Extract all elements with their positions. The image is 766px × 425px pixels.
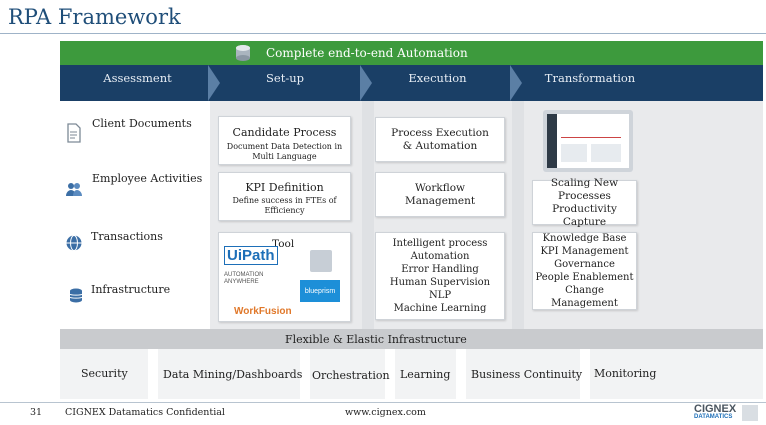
dashboard-panel (561, 144, 587, 162)
candidate-sub-line1: Document Data Detection in (226, 142, 343, 151)
left-item-infrastructure: Infrastructure (91, 283, 171, 296)
candidate-process-title: Candidate Process (232, 126, 337, 139)
bottom-item-monitoring: Monitoring (594, 367, 657, 380)
phase-chevron (208, 65, 220, 101)
banner-text: Complete end-to-end Automation (266, 46, 468, 60)
transform-item: Governance (554, 259, 615, 270)
logo-sub: DATAMATICS (694, 414, 733, 420)
people-icon (65, 181, 83, 201)
kpi-definition-title: KPI Definition (245, 181, 324, 194)
confidential-text: CIGNEX Datamatics Confidential (65, 407, 225, 418)
left-item-employee-activities: Employee Activities (92, 172, 203, 185)
phase-chevron (510, 65, 522, 101)
footer-divider (0, 402, 766, 403)
left-item-transactions: Transactions (91, 230, 163, 243)
workfusion-logo: WorkFusion (234, 306, 292, 317)
phase-transformation: Transformation (544, 71, 636, 85)
phase-chevron (360, 65, 372, 101)
candidate-sub-line2: Multi Language (252, 152, 317, 161)
scaling-box: Scaling New Processes Productivity Captu… (532, 176, 637, 228)
globe-icon (65, 234, 83, 256)
flexible-infrastructure-bar (60, 329, 763, 349)
process-execution-line1: Process Execution (391, 126, 489, 139)
phase-execution: Execution (408, 71, 467, 85)
exec-item: Automation (410, 251, 470, 262)
tool-label: Tool (272, 238, 295, 250)
kpi-sub-line1: Define success in FTEs of (232, 196, 337, 205)
dashboard-screen (547, 114, 629, 168)
bottom-item-business-continuity: Business Continuity (471, 368, 583, 381)
left-item-client-documents: Client Documents (92, 117, 192, 130)
transform-item: KPI Management (540, 246, 629, 257)
flexible-infrastructure-text: Flexible & Elastic Infrastructure (285, 333, 467, 346)
bottom-divider (580, 349, 590, 399)
bottom-divider (148, 349, 158, 399)
candidate-process-box: Candidate Process Document Data Detectio… (218, 116, 351, 165)
bottom-divider (385, 349, 395, 399)
bottom-item-orchestration: Orchestration (312, 369, 390, 382)
exec-item: Human Supervision (389, 277, 491, 288)
automation-banner (60, 41, 763, 65)
kpi-definition-box: KPI Definition Define success in FTEs of… (218, 172, 351, 221)
exec-item: NLP (428, 290, 452, 301)
scaling-line2: Productivity Capture (552, 202, 617, 228)
workflow-line1: Workflow (414, 181, 466, 194)
transform-item: Change Management (551, 285, 618, 309)
bottom-strip (60, 349, 763, 399)
dashboard-panel (591, 144, 621, 162)
title-divider (0, 33, 766, 34)
column-divider (362, 101, 374, 329)
dashboard-sidebar (547, 114, 557, 168)
server-icon (310, 250, 332, 272)
logo-mark-icon (742, 405, 758, 421)
bottom-divider (300, 349, 310, 399)
slide-title: RPA Framework (8, 5, 181, 29)
exec-item: Error Handling (401, 264, 479, 275)
exec-item: Intelligent process (392, 238, 488, 249)
exec-item: Machine Learning (393, 303, 487, 314)
assessment-column (60, 101, 210, 329)
dashboard-screenshot (543, 110, 633, 172)
phase-assessment: Assessment (103, 71, 172, 85)
scaling-line1: Scaling New Processes (550, 176, 619, 202)
uipath-logo: UiPath (224, 246, 278, 265)
bottom-item-learning: Learning (400, 368, 451, 381)
column-divider (512, 101, 524, 329)
workflow-line2: Management (404, 194, 476, 207)
document-icon (66, 123, 82, 147)
phase-bar (60, 65, 763, 101)
tool-box (218, 232, 351, 322)
database-icon (234, 44, 252, 67)
dashboard-chart (561, 122, 621, 138)
process-execution-line2: & Automation (402, 139, 478, 152)
kpi-sub-line2: Efficiency (264, 206, 305, 215)
logo-text: CIGNEX (694, 403, 737, 415)
knowledge-box: Knowledge Base KPI Management Governance… (532, 232, 637, 310)
footer-url: www.cignex.com (345, 407, 426, 418)
process-execution-box: Process Execution & Automation (375, 117, 505, 162)
bottom-divider (456, 349, 466, 399)
intelligent-process-box: Intelligent process Automation Error Han… (375, 232, 505, 320)
transform-item: People Enablement (535, 272, 634, 283)
blueprism-logo: blueprism (300, 280, 340, 302)
cignex-logo: CIGNEX DATAMATICS (694, 404, 736, 421)
transform-item: Knowledge Base (542, 233, 627, 244)
bottom-item-security: Security (81, 367, 128, 380)
page-number: 31 (30, 407, 43, 418)
workflow-management-box: Workflow Management (375, 172, 505, 217)
automation-anywhere-logo: AUTOMATION ANYWHERE (224, 272, 264, 285)
bottom-item-data-mining: Data Mining/Dashboards (163, 368, 303, 381)
database-icon (68, 287, 84, 309)
phase-setup: Set-up (266, 71, 304, 85)
